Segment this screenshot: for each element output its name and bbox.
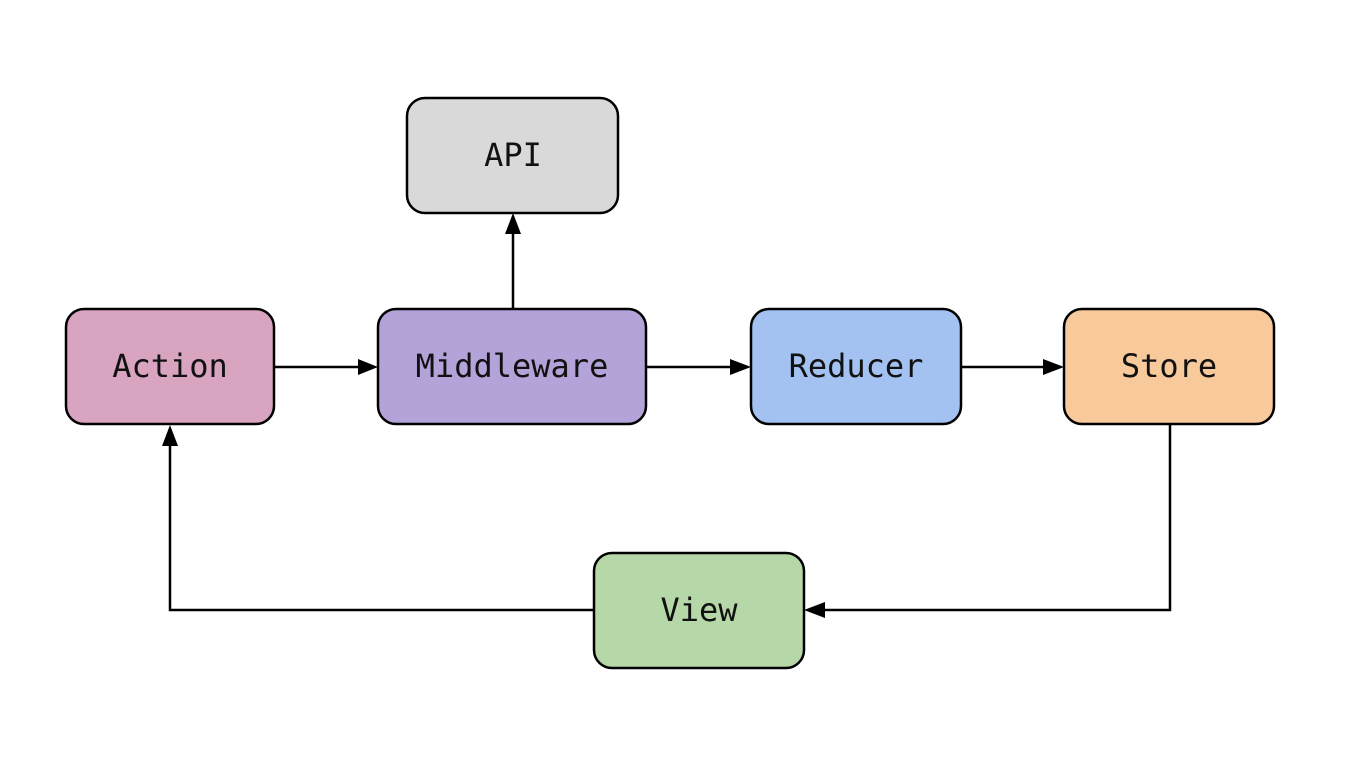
node-store-box — [1062, 307, 1276, 426]
node-middleware-box — [376, 307, 648, 426]
node-api-label: API — [484, 136, 542, 174]
node-action-label: Action — [112, 347, 228, 385]
node-view: View — [592, 551, 806, 670]
edge-view-to-action — [162, 425, 594, 612]
edge-middleware-to-api — [505, 213, 521, 309]
node-reducer: Reducer — [749, 307, 963, 426]
edge-reducer-to-store — [961, 359, 1064, 375]
edges — [162, 213, 1172, 618]
edge-action-to-middleware — [274, 359, 378, 375]
node-view-box — [592, 551, 806, 670]
node-store: Store — [1062, 307, 1276, 426]
node-action: Action — [64, 307, 276, 426]
node-api-box — [405, 96, 620, 215]
edge-middleware-to-reducer — [646, 359, 751, 375]
node-middleware: Middleware — [376, 307, 648, 426]
node-store-label: Store — [1121, 347, 1217, 385]
node-action-box — [64, 307, 276, 426]
node-reducer-label: Reducer — [789, 347, 924, 385]
nodes: API Action Middleware Reducer Store View — [64, 96, 1276, 670]
node-reducer-box — [749, 307, 963, 426]
node-api: API — [405, 96, 620, 215]
node-middleware-label: Middleware — [416, 347, 609, 385]
edge-store-to-view — [804, 424, 1172, 618]
node-view-label: View — [660, 591, 738, 629]
